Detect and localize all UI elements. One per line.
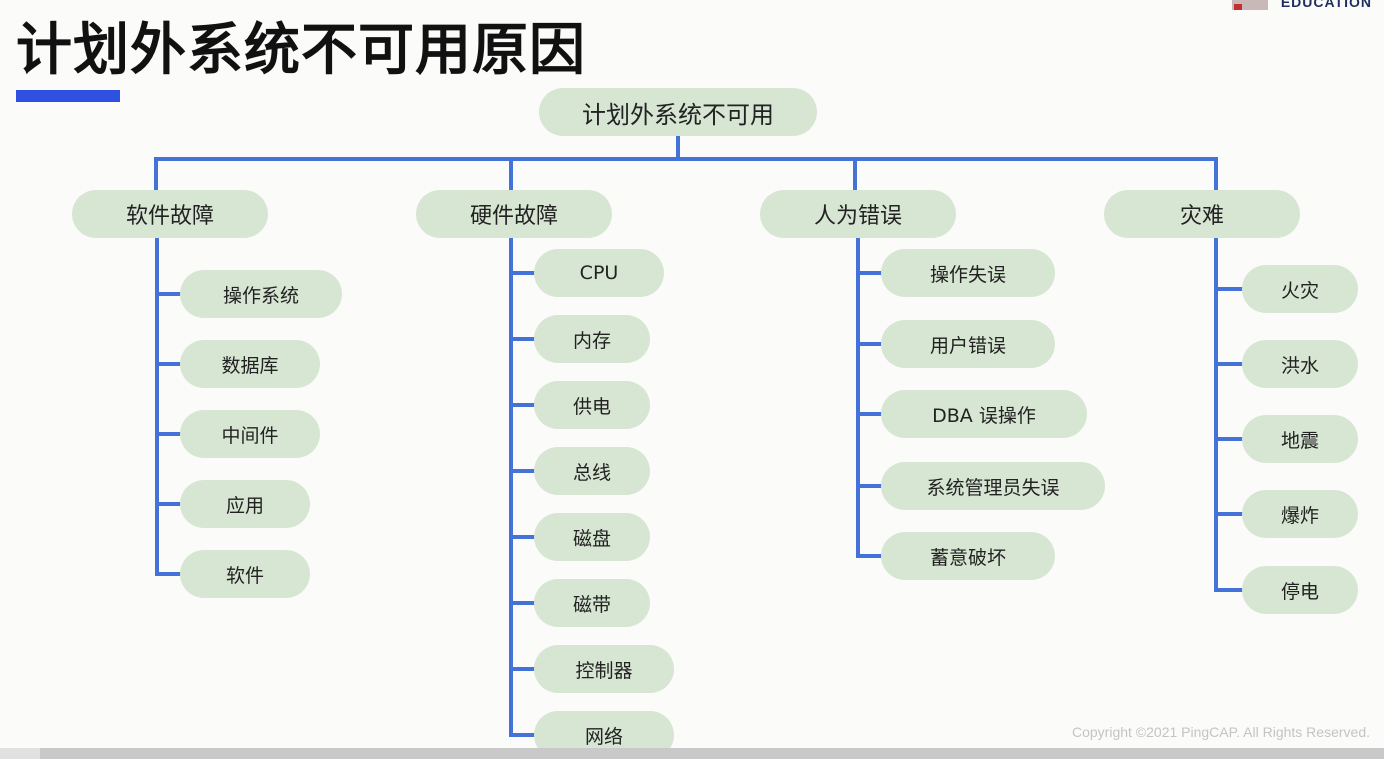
leaf-node-label: 火灾 [1280, 279, 1319, 302]
leaf-node: 系统管理员失误 [881, 462, 1105, 510]
leaf-node-label: 应用 [225, 494, 264, 517]
leaf-node: 中间件 [180, 410, 320, 458]
category-node-label: 软件故障 [125, 204, 214, 229]
leaf-node: 磁盘 [534, 513, 650, 561]
category-node: 人为错误 [760, 190, 956, 238]
leaf-node: CPU [534, 249, 664, 297]
leaf-node-label: 磁带 [572, 593, 611, 616]
category-node: 软件故障 [72, 190, 268, 238]
category-node-label: 人为错误 [813, 204, 902, 229]
category-node: 硬件故障 [416, 190, 612, 238]
video-progress-bar[interactable] [0, 748, 1384, 759]
leaf-node: 控制器 [534, 645, 674, 693]
leaf-node-label: 总线 [572, 461, 611, 484]
category-node-label: 硬件故障 [469, 204, 558, 229]
leaf-node-label: CPU [579, 262, 619, 284]
leaf-node-label: DBA 误操作 [932, 404, 1036, 427]
category-node-label: 灾难 [1179, 204, 1224, 229]
leaf-node-label: 系统管理员失误 [926, 476, 1060, 499]
leaf-node-label: 软件 [225, 564, 264, 587]
leaf-node-label: 停电 [1280, 580, 1319, 603]
leaf-node: 操作系统 [180, 270, 342, 318]
leaf-node: 蓄意破坏 [881, 532, 1055, 580]
leaf-node: 洪水 [1242, 340, 1358, 388]
leaf-node: 应用 [180, 480, 310, 528]
leaf-node: 数据库 [180, 340, 320, 388]
leaf-node-label: 内存 [572, 329, 611, 352]
leaf-node: DBA 误操作 [881, 390, 1087, 438]
leaf-node: 爆炸 [1242, 490, 1358, 538]
leaf-node-label: 洪水 [1280, 354, 1319, 377]
leaf-node-label: 用户错误 [929, 334, 1006, 357]
leaf-node-label: 爆炸 [1280, 504, 1319, 527]
leaf-node-label: 操作失误 [929, 263, 1006, 286]
leaf-node: 磁带 [534, 579, 650, 627]
root-node-label: 计划外系统不可用 [582, 100, 774, 129]
copyright-notice: Copyright ©2021 PingCAP. All Rights Rese… [1072, 724, 1370, 740]
leaf-node-label: 供电 [572, 395, 611, 418]
logo-mark [1232, 0, 1268, 10]
leaf-node-label: 操作系统 [222, 284, 299, 307]
leaf-node: 火灾 [1242, 265, 1358, 313]
leaf-node-label: 网络 [584, 725, 623, 748]
leaf-node: 操作失误 [881, 249, 1055, 297]
leaf-node: 用户错误 [881, 320, 1055, 368]
leaf-node-label: 控制器 [575, 659, 633, 682]
leaf-node: 总线 [534, 447, 650, 495]
leaf-node: 停电 [1242, 566, 1358, 614]
leaf-node: 软件 [180, 550, 310, 598]
leaf-node-label: 地震 [1280, 429, 1319, 452]
leaf-node-label: 磁盘 [572, 527, 611, 550]
leaf-node-label: 中间件 [221, 424, 279, 447]
leaf-node: 地震 [1242, 415, 1358, 463]
leaf-node: 内存 [534, 315, 650, 363]
title-underline [16, 90, 120, 102]
logo-text: EDUCATION [1280, 0, 1372, 10]
category-node: 灾难 [1104, 190, 1300, 238]
leaf-node-label: 数据库 [221, 354, 279, 377]
leaf-node: 供电 [534, 381, 650, 429]
page-title: 计划外系统不可用原因 [16, 18, 586, 83]
root-node: 计划外系统不可用 [539, 88, 817, 136]
leaf-node-label: 蓄意破坏 [929, 546, 1006, 569]
